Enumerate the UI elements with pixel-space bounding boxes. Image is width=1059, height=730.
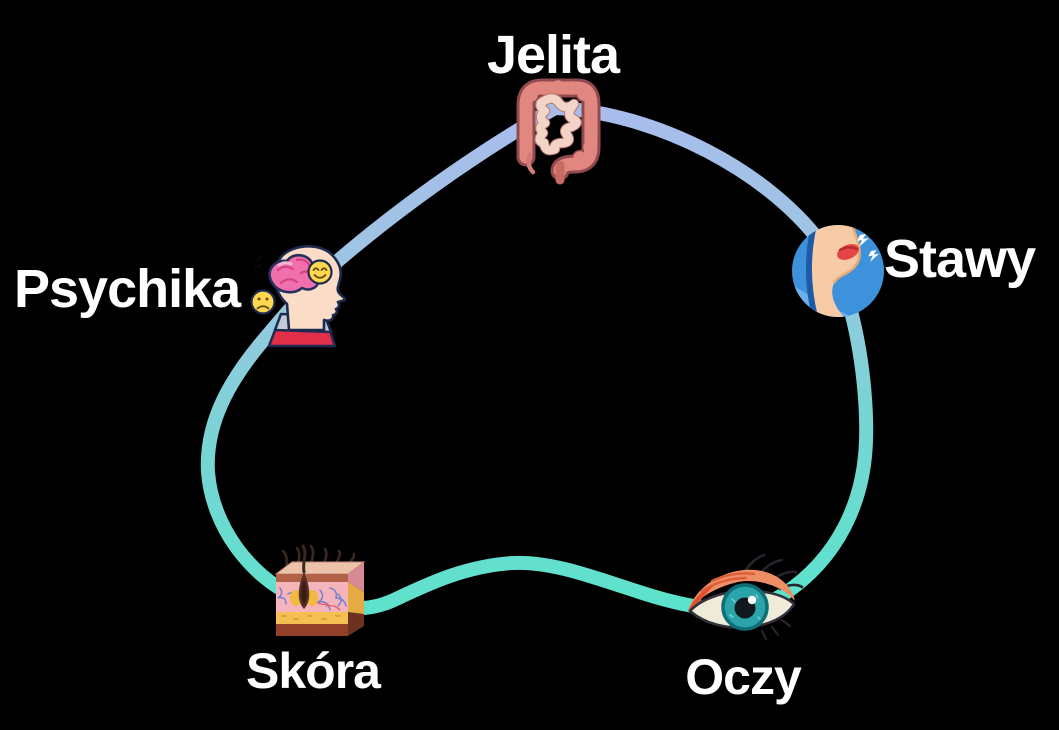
head-brain-emotions-icon [250, 245, 347, 348]
label-psychika: Psychika [14, 259, 241, 319]
eye-icon [688, 553, 804, 641]
sad-emoji-icon [250, 289, 276, 315]
happy-emoji-icon [307, 259, 333, 285]
label-jelita: Jelita [486, 25, 620, 85]
label-stawy: Stawy [884, 229, 1036, 289]
skin-cross-section-icon [274, 544, 366, 636]
label-skora: Skóra [246, 643, 381, 699]
joint-pain-icon [792, 225, 884, 317]
label-oczy: Oczy [685, 649, 802, 705]
pain-flash-icon [857, 234, 880, 262]
cycle-loop-line [200, 101, 874, 617]
intestines-icon [516, 78, 601, 185]
